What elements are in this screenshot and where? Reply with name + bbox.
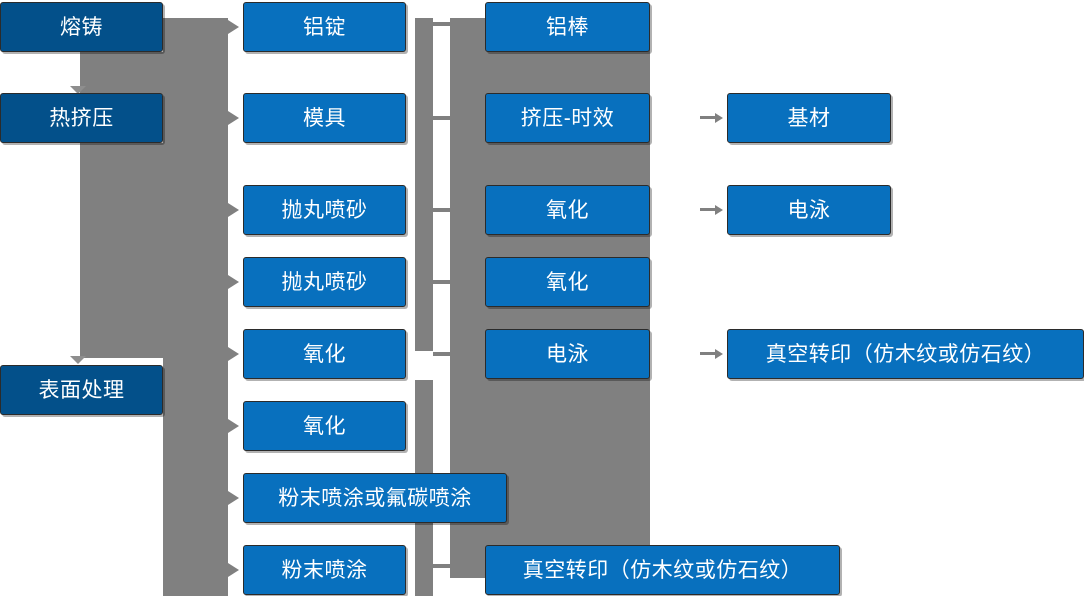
connector-mid-tie-5 <box>433 352 452 356</box>
node-label: 熔铸 <box>60 15 103 39</box>
node-label: 真空转印（仿木纹或仿石纹） <box>522 558 803 582</box>
node-output-substrate[interactable]: 基材 <box>727 93 891 143</box>
connector-mid-narrow-upper <box>415 18 433 351</box>
connector-mid-tie-1 <box>433 22 452 26</box>
connector-mid-tie-6 <box>433 564 452 568</box>
arrow-to-input-7 <box>228 491 239 505</box>
node-label: 氧化 <box>546 270 589 294</box>
node-input-shot-blasting-2[interactable]: 抛丸喷砂 <box>243 257 406 307</box>
arrow-stem-to-output-3 <box>700 352 718 355</box>
node-input-aluminium-ingot[interactable]: 铝锭 <box>243 2 406 52</box>
node-process-electrophoresis[interactable]: 电泳 <box>485 329 650 379</box>
node-label: 抛丸喷砂 <box>281 198 368 222</box>
arrow-to-input-6 <box>228 419 239 433</box>
node-stage-melting-casting[interactable]: 熔铸 <box>0 2 163 52</box>
node-input-powder-coating[interactable]: 粉末喷涂 <box>243 545 406 595</box>
node-label: 抛丸喷砂 <box>281 270 368 294</box>
node-label: 粉末喷涂 <box>281 558 368 582</box>
node-output-vacuum-transfer-printing[interactable]: 真空转印（仿木纹或仿石纹） <box>727 329 1084 379</box>
node-process-vacuum-transfer-printing[interactable]: 真空转印（仿木纹或仿石纹） <box>485 545 840 595</box>
node-label: 电泳 <box>546 342 589 366</box>
node-process-extrusion-aging[interactable]: 挤压-时效 <box>485 93 650 143</box>
node-label: 基材 <box>787 106 831 130</box>
node-process-aluminium-bar[interactable]: 铝棒 <box>485 2 650 52</box>
arrow-to-input-4 <box>228 275 239 289</box>
arrow-to-input-5 <box>228 347 239 361</box>
node-input-oxidation-2[interactable]: 氧化 <box>243 401 406 451</box>
node-output-electrophoresis[interactable]: 电泳 <box>727 185 891 235</box>
node-label: 表面处理 <box>38 378 125 402</box>
node-input-shot-blasting-1[interactable]: 抛丸喷砂 <box>243 185 406 235</box>
arrow-stem-to-output-1 <box>700 116 718 119</box>
node-process-oxidation-1[interactable]: 氧化 <box>485 185 650 235</box>
node-label: 氧化 <box>546 198 589 222</box>
node-label: 铝棒 <box>546 15 589 39</box>
arrow-stem-to-output-2 <box>700 208 718 211</box>
connector-stage3-stem <box>163 389 181 392</box>
arrow-to-output-1 <box>715 113 723 123</box>
node-label: 粉末喷涂或氟碳喷涂 <box>278 486 472 510</box>
arrow-to-input-1 <box>228 20 239 34</box>
node-label: 氧化 <box>303 414 346 438</box>
arrow-down-to-stage3 <box>70 356 86 364</box>
arrow-to-input-8 <box>228 563 239 577</box>
node-label: 挤压-时效 <box>520 106 615 130</box>
connector-mid-tie-3 <box>433 208 452 212</box>
node-label: 真空转印（仿木纹或仿石纹） <box>765 342 1046 366</box>
connector-mid-tie-2 <box>433 116 452 120</box>
node-label: 热挤压 <box>49 106 114 130</box>
arrow-to-input-3 <box>228 203 239 217</box>
connector-trunk-to-stage3 <box>80 143 175 358</box>
connector-stage1-to-stage2 <box>80 52 175 95</box>
node-label: 模具 <box>303 106 346 130</box>
node-input-powder-or-fluorocarbon-coating[interactable]: 粉末喷涂或氟碳喷涂 <box>243 473 507 523</box>
connector-mid-tie-4 <box>433 280 452 284</box>
arrow-down-to-stage2 <box>70 86 86 94</box>
node-label: 氧化 <box>303 342 346 366</box>
node-stage-surface-treatment[interactable]: 表面处理 <box>0 365 163 415</box>
node-process-oxidation-2[interactable]: 氧化 <box>485 257 650 307</box>
node-label: 铝锭 <box>303 15 346 39</box>
arrow-to-output-3 <box>715 349 723 359</box>
node-stage-hot-extrusion[interactable]: 热挤压 <box>0 93 163 143</box>
node-input-oxidation-1[interactable]: 氧化 <box>243 329 406 379</box>
node-label: 电泳 <box>787 198 831 222</box>
arrow-to-input-2 <box>228 111 239 125</box>
arrow-to-output-2 <box>715 205 723 215</box>
node-input-mould[interactable]: 模具 <box>243 93 406 143</box>
